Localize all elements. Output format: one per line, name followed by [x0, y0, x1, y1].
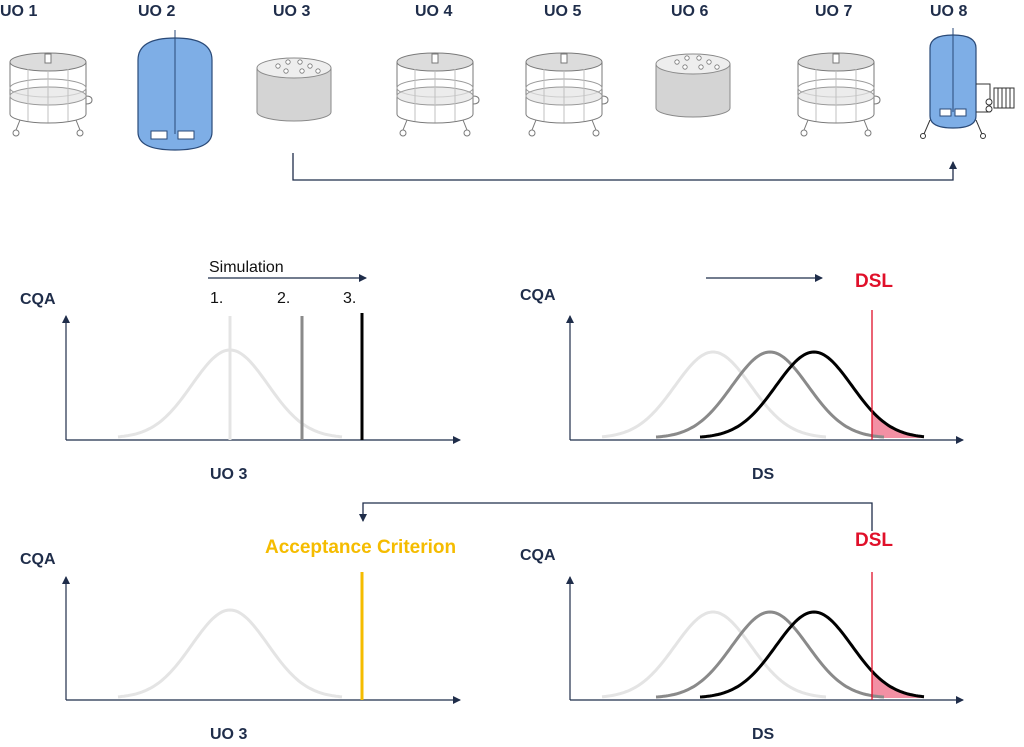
distribution-curve-3	[699, 350, 925, 439]
uo-label-1: UO 1	[0, 3, 37, 20]
panel-simulation-uo3: Simulation CQA 1. 2. 3. UO 3	[20, 259, 461, 483]
distribution-curve-1	[601, 350, 827, 439]
y-axis-title: CQA	[520, 287, 556, 304]
distribution-curve-2	[655, 610, 885, 699]
panel-drug-substance-result: DSL CQA DS	[520, 530, 964, 743]
uo-label-2: UO 2	[138, 3, 175, 20]
x-axis-title: UO 3	[210, 466, 247, 483]
distribution-curve	[117, 608, 343, 699]
uo-label-7: UO 7	[815, 3, 852, 20]
filter-vessel-icon	[797, 52, 881, 137]
uo-label-6: UO 6	[671, 3, 708, 20]
jacketed-tank-icon	[920, 28, 1015, 139]
uo-label-4: UO 4	[415, 3, 452, 20]
dsl-label: DSL	[855, 530, 893, 551]
y-axis-title: CQA	[20, 291, 56, 308]
x-axis-title: DS	[752, 466, 775, 483]
filter-vessel-icon	[9, 52, 93, 137]
chromatography-column-icon	[655, 53, 731, 118]
feedback-arrow	[359, 502, 873, 531]
out-of-spec-tail	[872, 411, 924, 438]
uo-label-5: UO 5	[544, 3, 581, 20]
x-axis-title: DS	[752, 726, 775, 743]
uo-label-3: UO 3	[273, 3, 310, 20]
y-axis-title: CQA	[520, 547, 556, 564]
distribution-curve-3	[699, 610, 925, 699]
simulation-line-label-1: 1.	[210, 290, 223, 307]
stirred-tank-icon	[137, 30, 213, 151]
distribution-curve-1	[601, 610, 827, 699]
simulation-line-label-3: 3.	[343, 290, 356, 307]
panel-acceptance-uo3: Acceptance Criterion CQA UO 3	[20, 537, 461, 743]
simulation-line-label-2: 2.	[277, 290, 290, 307]
unit-operation-row: UO 1 UO 2 UO 3 UO 4 UO 5 UO 6 UO 7 UO 8	[0, 3, 1015, 181]
acceptance-criterion-label: Acceptance Criterion	[265, 537, 456, 558]
filter-vessel-icon	[525, 52, 609, 137]
y-axis-title: CQA	[20, 551, 56, 568]
distribution-curve-2	[655, 350, 885, 439]
uo-label-8: UO 8	[930, 3, 967, 20]
chromatography-column-icon	[256, 57, 332, 122]
panel-drug-substance-shift: DSL CQA DS	[520, 271, 964, 483]
simulation-label: Simulation	[209, 259, 284, 276]
out-of-spec-tail	[872, 671, 924, 698]
filter-vessel-icon	[396, 52, 480, 137]
dsl-label: DSL	[855, 271, 893, 292]
uo3-to-uo8-arrow	[292, 153, 957, 181]
x-axis-title: UO 3	[210, 726, 247, 743]
